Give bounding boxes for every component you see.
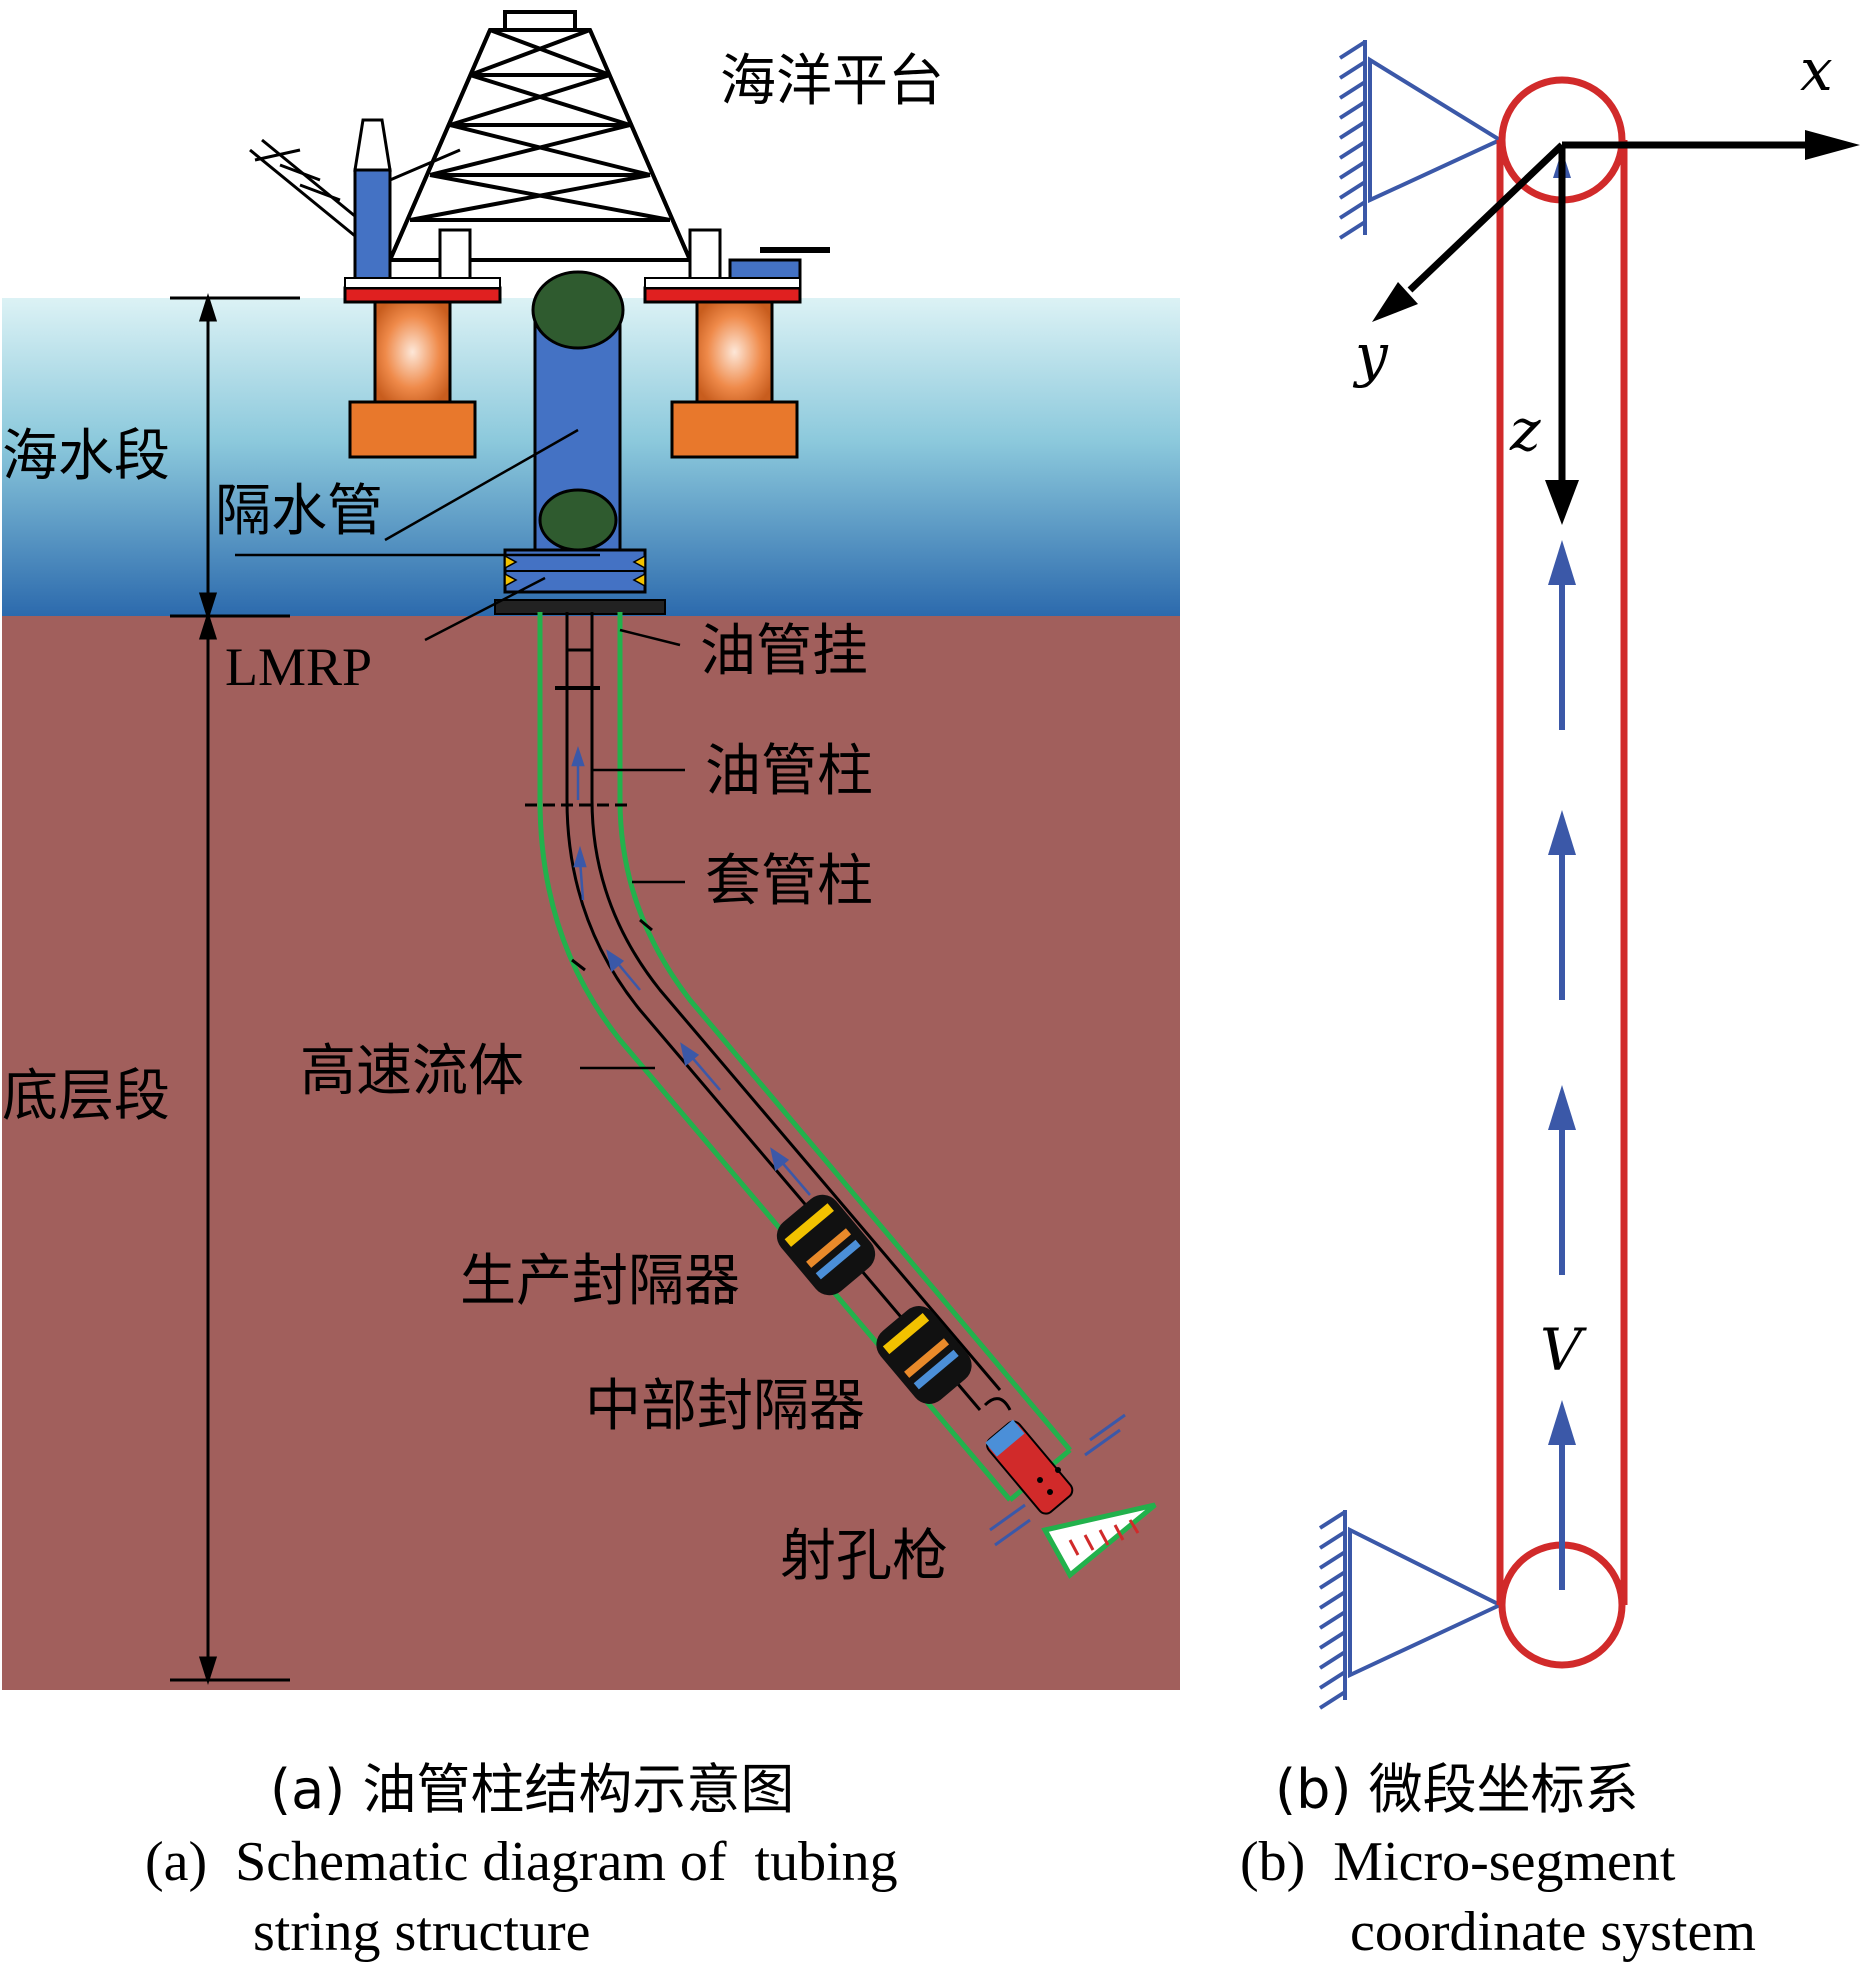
label-casing-string: 套管柱 (705, 849, 873, 914)
left-deck (343, 286, 502, 304)
axis-label-y: y (1352, 321, 1389, 389)
micro-segment-diagram: x y z V (1318, 36, 1860, 1710)
caption-a-en-line2: string structure (253, 1901, 590, 1963)
label-high-speed-fluid: 高速流体 (300, 1039, 524, 1104)
left-float-column (373, 300, 452, 404)
leader-lines (235, 428, 685, 1070)
label-riser: 隔水管 (215, 479, 383, 544)
coordinate-axes (1372, 130, 1860, 525)
label-middle-packer: 中部封隔器 (585, 1374, 865, 1439)
top-fixed-support (1363, 40, 1505, 235)
axis-label-velocity: V (1540, 1316, 1587, 1384)
x-axis-arrow-icon (1805, 130, 1860, 160)
label-tubing-string: 油管柱 (705, 739, 873, 804)
y-axis-arrow-icon (1372, 282, 1418, 322)
tubing-string (525, 612, 1002, 1411)
left-pontoon (348, 400, 477, 459)
caption-a-en-line1: (a) Schematic diagram of tubing (145, 1831, 898, 1893)
label-seawater-section: 海水段 (2, 424, 170, 489)
caption-b-en-line2: coordinate system (1350, 1901, 1756, 1963)
right-pontoon (670, 400, 799, 459)
dimension-lines (170, 293, 300, 1685)
middle-packer (876, 1306, 972, 1404)
label-lmrp: LMRP (225, 637, 372, 697)
label-tubing-hanger: 油管挂 (700, 619, 868, 684)
label-production-packer: 生产封隔器 (460, 1249, 740, 1314)
caption-b-cn: (b) 微段坐标系 (1275, 1758, 1639, 1821)
riser (494, 270, 666, 615)
z-axis-arrow-icon (1545, 480, 1579, 525)
caption-b-en-line1: (b) Micro-segment (1240, 1831, 1676, 1893)
bottom-fixed-support (1343, 1510, 1505, 1700)
velocity-arrows (1548, 150, 1576, 1590)
right-float-column (695, 300, 774, 404)
label-platform: 海洋平台 (720, 49, 944, 114)
tubing-structure-diagram: 海洋平台 海水段 隔水管 油管挂 油管柱 套管柱 高速流体 底层段 生产封隔器 … (2, 10, 1180, 1690)
production-packer (776, 1194, 876, 1296)
captions: (a) 油管柱结构示意图 (a) Schematic diagram of tu… (145, 1758, 1756, 1963)
caption-a-cn: (a) 油管柱结构示意图 (270, 1758, 794, 1821)
axis-label-z: z (1509, 396, 1541, 464)
axis-label-x: x (1800, 36, 1833, 104)
perforating-gun (983, 1397, 1157, 1579)
right-deck (643, 286, 802, 304)
offshore-platform (249, 10, 830, 459)
label-perforating-gun: 射孔枪 (780, 1524, 948, 1589)
label-formation-section: 底层段 (2, 1064, 170, 1129)
